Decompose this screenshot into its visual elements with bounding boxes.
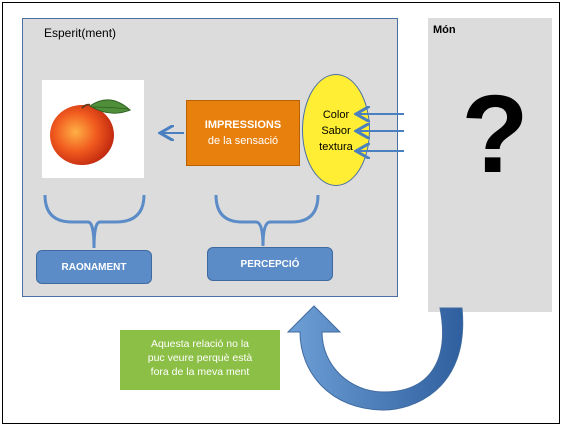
world-region [428, 18, 552, 312]
qualities-list: Color Sabor textura [302, 107, 370, 155]
quality-color: Color [322, 109, 350, 121]
brace-perception [214, 194, 320, 247]
impressions-subtitle: de la sensació [207, 135, 279, 147]
note-line-3: fora de la meva ment [150, 366, 250, 378]
peach-image [42, 80, 144, 178]
quality-sabor: Sabor [321, 125, 351, 137]
curved-arrow-world-to-mind [286, 305, 464, 411]
world-label: Món [433, 24, 456, 36]
reasoning-box: RAONAMENT [36, 250, 152, 284]
note-line-2: puc veure perquè està [147, 352, 253, 364]
impressions-title: IMPRESSIONS [204, 119, 282, 131]
slide-frame [2, 2, 560, 424]
note-line-1: Aquesta relació no la [150, 338, 250, 350]
question-mark: ? [461, 73, 529, 196]
note-box: Aquesta relació no la puc veure perquè e… [120, 330, 280, 390]
brace-reasoning [43, 194, 146, 249]
mind-label: Esperit(ment) [44, 26, 117, 40]
impressions-box: IMPRESSIONS de la sensació [186, 100, 300, 166]
perception-box: PERCEPCIÓ [207, 247, 333, 281]
quality-textura: textura [319, 141, 353, 153]
